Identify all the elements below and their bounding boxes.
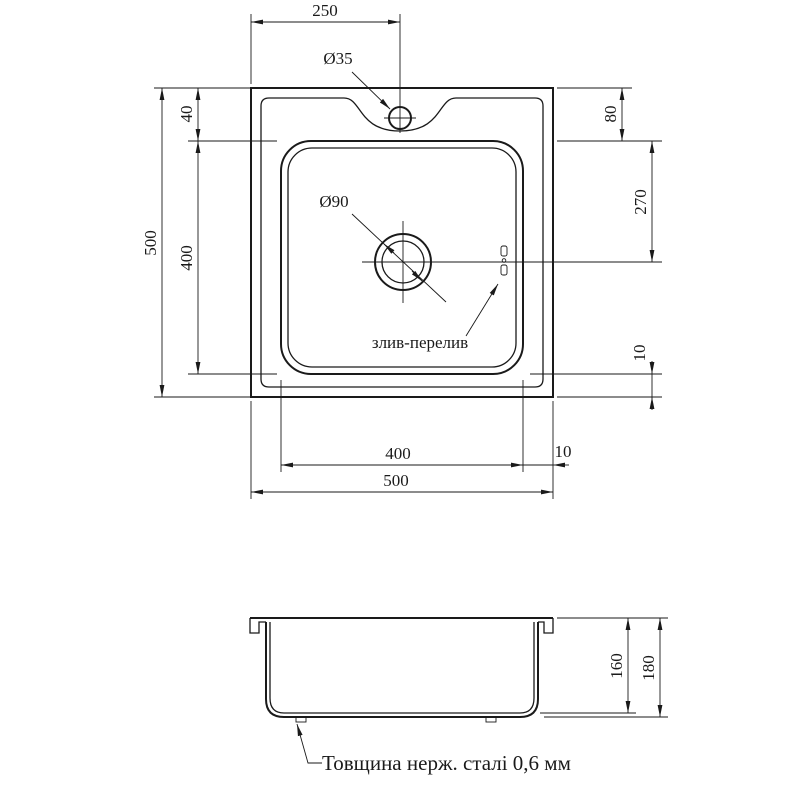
sink-outline — [250, 87, 554, 398]
leader-drain-hole — [351, 213, 447, 303]
extension-lines-side-view — [540, 617, 668, 718]
bowl-outline — [280, 140, 524, 375]
dim-label-10-bottom: 10 — [555, 442, 572, 461]
side-bowl-inner-wall — [269, 622, 535, 714]
bowl-inner-edge — [287, 147, 517, 368]
dim-label-270: 270 — [631, 189, 650, 215]
top-view: 250 Ø35 40 80 270 500 400 10 Ø90 злив-пе… — [141, 1, 662, 499]
dim-label-500-bottom: 500 — [383, 471, 409, 490]
dimension-lines-side-view — [625, 618, 663, 717]
leader-faucet-hole — [351, 71, 391, 110]
overflow-label: злив-перелив — [372, 333, 468, 352]
dim-label-400-left: 400 — [177, 245, 196, 271]
dim-label-40: 40 — [177, 106, 196, 123]
dim-label-400-bottom: 400 — [385, 444, 411, 463]
dim-label-drain-diameter: Ø90 — [319, 192, 348, 211]
dim-label-faucet-diameter: Ø35 — [323, 49, 352, 68]
side-view: 160 180 Товщина нерж. сталі 0,6 мм — [249, 617, 668, 775]
extension-lines-top-view — [154, 14, 662, 499]
leader-steel-thickness — [296, 723, 322, 764]
dim-label-80: 80 — [601, 106, 620, 123]
dim-label-160: 160 — [607, 653, 626, 679]
leader-overflow — [465, 283, 499, 337]
leader-lines-top-view — [351, 71, 499, 337]
overflow-slots — [500, 245, 508, 276]
dimension-lines-top-view — [159, 19, 655, 495]
steel-thickness-note: Товщина нерж. сталі 0,6 мм — [322, 751, 571, 775]
dim-label-500-left: 500 — [141, 230, 160, 256]
dim-label-180: 180 — [639, 655, 658, 681]
side-right-lip — [538, 618, 554, 634]
side-bottom-pads — [295, 716, 497, 723]
dim-label-250: 250 — [312, 1, 338, 20]
dim-label-10-right: 10 — [630, 345, 649, 362]
side-bowl-outer-wall — [265, 622, 539, 718]
side-left-lip — [249, 618, 266, 634]
